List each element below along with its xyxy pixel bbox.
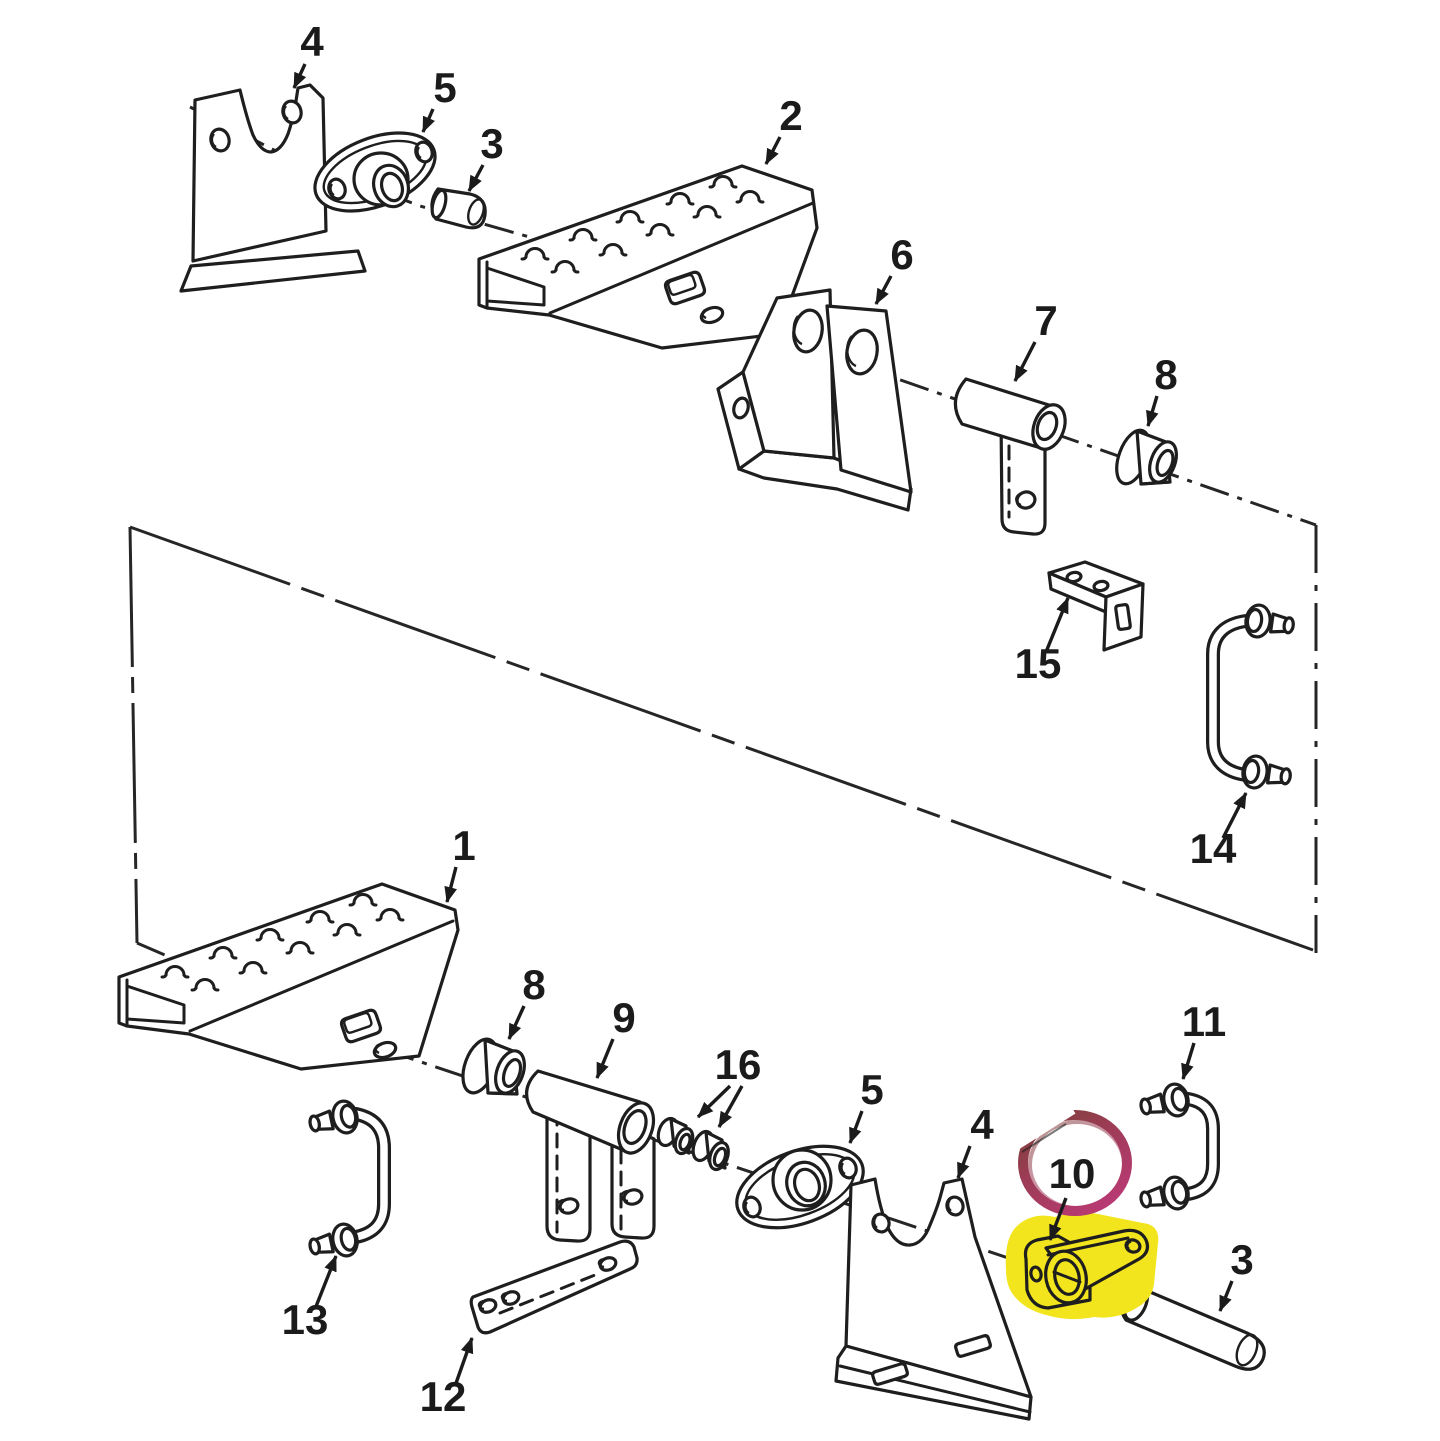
part-7-pivot xyxy=(953,377,1067,536)
part-9-clevis xyxy=(525,1069,656,1243)
callout-3-top: 3 xyxy=(480,120,503,167)
part-4-bracket-bottom xyxy=(834,1177,1033,1421)
callout-4-top-leader xyxy=(292,63,307,89)
callout-5-top: 5 xyxy=(433,64,456,111)
part-1-step-plate xyxy=(117,882,460,1071)
callout-8-top: 8 xyxy=(1154,351,1177,398)
callout-9-leader xyxy=(595,1038,615,1079)
callout-1-leader xyxy=(444,866,458,903)
callout-8-bottom: 8 xyxy=(522,961,545,1008)
part-4-bracket-top xyxy=(179,83,367,293)
callout-12-leader xyxy=(453,1337,474,1387)
part-5-flange-top xyxy=(313,131,437,213)
part-16-bushings xyxy=(656,1116,730,1172)
callout-10-leader xyxy=(1048,1197,1068,1241)
callout-3-bottom: 3 xyxy=(1230,1236,1253,1283)
callout-14: 14 xyxy=(1190,825,1237,872)
callout-16-leader xyxy=(717,1085,744,1128)
callout-8-bottom-leader xyxy=(507,1005,526,1040)
callout-15-leader xyxy=(1044,597,1070,653)
callout-13-leader xyxy=(313,1255,338,1310)
callout-11-leader xyxy=(1181,1042,1196,1080)
panel-left-edge xyxy=(128,526,139,944)
part-8-bushing-bottom xyxy=(461,1037,526,1096)
panel-diagonal-edge xyxy=(129,525,1314,952)
callout-16-leader xyxy=(696,1084,732,1119)
callout-4-bottom-leader xyxy=(956,1145,972,1179)
part-6-bracket xyxy=(716,288,913,512)
part-2-step-plate xyxy=(477,164,819,350)
callout-7: 7 xyxy=(1034,297,1057,344)
part-15-angle-bracket xyxy=(1047,560,1145,652)
part-11-handle xyxy=(1139,1082,1220,1211)
callout-15: 15 xyxy=(1015,640,1062,687)
part-10-lever xyxy=(1023,1228,1150,1310)
callout-9: 9 xyxy=(612,994,635,1041)
callout-13: 13 xyxy=(282,1296,329,1343)
part-8-bushing-top xyxy=(1115,428,1178,486)
callout-4-bottom: 4 xyxy=(970,1101,994,1148)
callout-6: 6 xyxy=(890,231,913,278)
part-3-pin-top xyxy=(430,187,487,230)
callout-3-bottom-leader xyxy=(1218,1280,1234,1312)
callout-14-leader xyxy=(1221,792,1248,839)
callout-5-bottom-leader xyxy=(848,1110,864,1144)
part-12-bar xyxy=(469,1239,639,1335)
part-13-link xyxy=(308,1099,391,1258)
callout-3-top-leader xyxy=(467,164,485,192)
callout-10: 10 xyxy=(1049,1150,1096,1197)
part-14-handle xyxy=(1206,603,1295,790)
callout-4-top: 4 xyxy=(300,18,324,65)
callout-2: 2 xyxy=(779,92,802,139)
callout-1: 1 xyxy=(452,822,475,869)
part-5-flange-bottom xyxy=(735,1144,865,1230)
callout-5-top-leader xyxy=(421,108,435,133)
callout-6-leader xyxy=(874,275,893,305)
callout-12: 12 xyxy=(420,1373,467,1420)
callout-7-leader xyxy=(1013,341,1037,382)
callout-5-bottom: 5 xyxy=(860,1066,883,1113)
circle-annotation xyxy=(1008,1102,1132,1216)
callout-8-top-leader xyxy=(1146,395,1159,427)
callout-16: 16 xyxy=(715,1041,762,1088)
callout-2-leader xyxy=(764,136,782,165)
callout-11: 11 xyxy=(1182,998,1226,1045)
